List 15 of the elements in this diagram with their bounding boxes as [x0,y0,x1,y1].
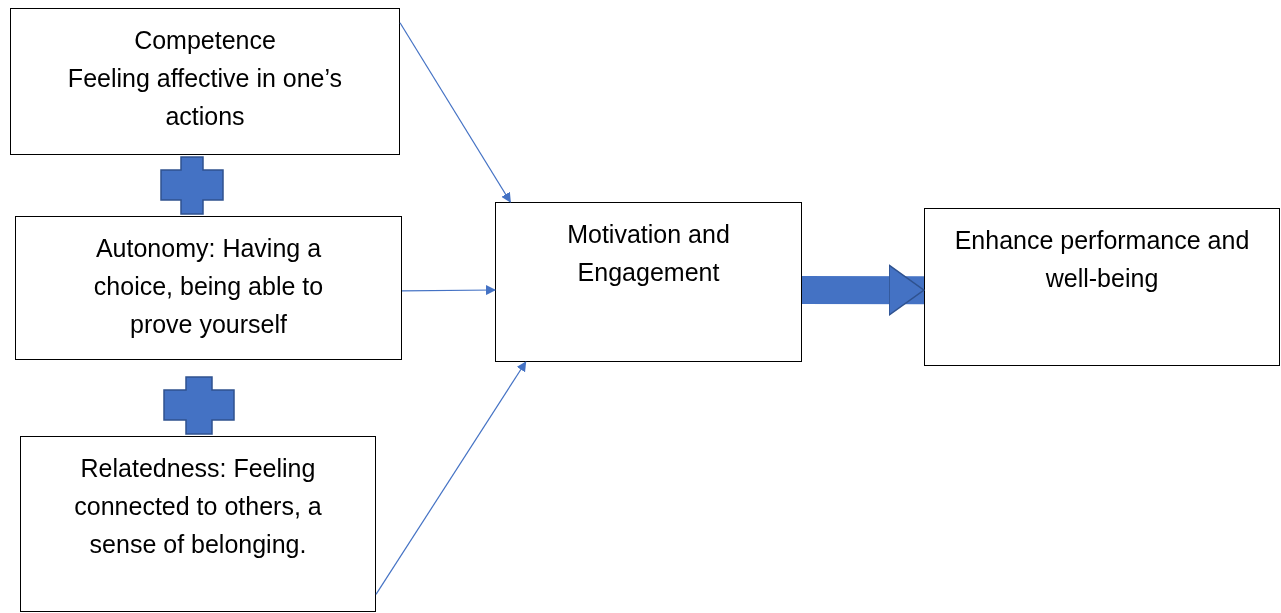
box-text: Motivation and Engagement [566,219,731,288]
block-arrow [802,264,925,316]
text-box [10,8,400,155]
box-text: Feeling affective in one’s actions [66,63,344,132]
text-box [924,208,1280,366]
box-text: Autonomy: Having a choice, being able to prove yourself [92,233,325,340]
arrow [375,361,527,595]
text-box [20,436,376,612]
arrow [401,285,496,296]
box-heading: Competence [134,25,276,56]
box-text: Relatedness: Feeling connected to others, a sense of belonging. [73,453,323,560]
text-box [495,202,802,362]
text-box [15,216,402,360]
box-text: Enhance performance and well-being [953,225,1251,294]
arrow [399,22,511,203]
